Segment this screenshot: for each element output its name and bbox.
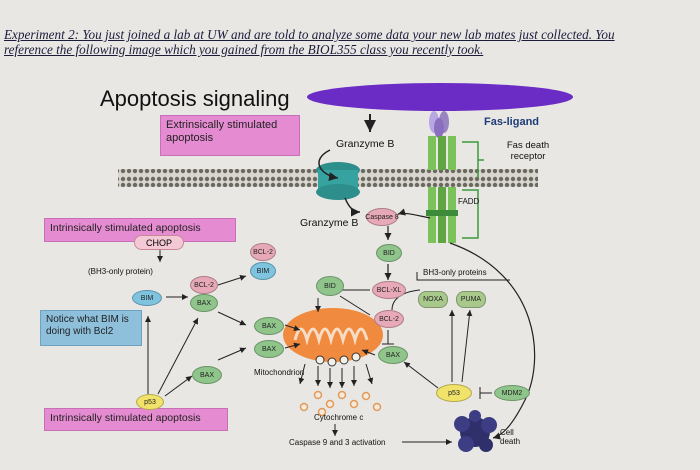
diagram-title: Apoptosis signaling	[100, 86, 290, 111]
intrinsic-label-bottom-box: Intrinsically stimulated apoptosis	[44, 408, 228, 431]
bcl2-left-oval: BCL-2	[190, 276, 218, 294]
fadd-bracket	[462, 189, 479, 239]
intrinsic-label-top-box: Intrinsically stimulated apoptosis	[44, 218, 236, 242]
p53-bax-arrow-right	[403, 361, 439, 389]
mdm2-oval: MDM2	[494, 385, 530, 401]
bid-right-oval: BID	[376, 244, 402, 262]
caspase-activation-label: Caspase 9 and 3 activation	[289, 438, 386, 447]
bcl2-top-oval: BCL-2	[250, 243, 276, 261]
bh3-only-protein-label: (BH3-only protein)	[88, 267, 153, 276]
perforin-pore-icon	[316, 162, 360, 200]
p53-bax-arrow-2	[164, 375, 193, 397]
bax-arrow-2	[217, 347, 247, 361]
bax-mito-arrow-1	[284, 324, 301, 331]
note-box: Notice what BIM is doing with Bcl2	[40, 310, 142, 346]
fadd-label: FADD	[458, 197, 480, 206]
bid-left-oval: BID	[316, 276, 344, 296]
caspase8-oval: Caspase 8	[365, 208, 399, 226]
bax-right-oval: BAX	[378, 346, 408, 364]
bclxl-oval: BCL-XL	[372, 281, 406, 299]
puma-pill: PUMA	[456, 291, 486, 308]
note-text: Notice what BIM is doing with Bcl2	[46, 314, 129, 337]
cytochrome-c-label: Cytochrome c	[314, 413, 364, 422]
mitochondrion-label: Mitochondrion	[254, 368, 305, 377]
intrinsic-label-bottom: Intrinsically stimulated apoptosis	[50, 412, 201, 424]
fas-ligand-icon	[429, 111, 449, 138]
fas-receptor-bracket	[462, 141, 484, 178]
granzyme-pore-arrow	[318, 149, 339, 181]
bax-mito-arrow-right	[361, 349, 376, 356]
fas-ligand-label: Fas-ligand	[484, 116, 540, 128]
granzyme-b-top-label: Granzyme B	[336, 138, 395, 150]
extrinsic-label: Extrinsically stimulated apoptosis	[166, 119, 278, 144]
p53-puma-arrow	[461, 309, 473, 383]
bh3-only-proteins-label: BH3-only proteins	[423, 268, 487, 277]
bax-arrow-1	[217, 311, 247, 326]
bax-low-oval: BAX	[192, 366, 222, 384]
bim-left-oval: BIM	[132, 290, 162, 306]
cell-death-icon	[454, 410, 497, 452]
chop-pill: CHOP	[134, 235, 184, 250]
intrinsic-label-top: Intrinsically stimulated apoptosis	[50, 222, 201, 234]
granzyme-exit-arrow	[344, 197, 361, 217]
mitochondrion-icon	[283, 308, 383, 367]
bax-m2-oval: BAX	[254, 340, 284, 358]
experiment-header: Experiment 2: You just joined a lab at U…	[4, 27, 694, 57]
p53-left-oval: p53	[136, 394, 164, 410]
ligand-cell	[307, 83, 573, 111]
fas-receptor-icon	[426, 136, 458, 243]
bcl2-bim-arrow	[217, 274, 247, 286]
bax-m1-oval: BAX	[254, 317, 284, 335]
noxa-pill: NOXA	[418, 291, 448, 308]
cell-death-label: Cell death	[500, 428, 521, 446]
bid-bcl2-line	[339, 295, 371, 316]
caspase8-death-curve	[449, 242, 536, 440]
cytochrome-c-dots	[299, 390, 382, 417]
bax-mito-arrow-2	[284, 342, 301, 349]
bim-top-oval: BIM	[250, 262, 276, 280]
bax-left-oval: BAX	[190, 294, 218, 312]
granzyme-b-mid-label: Granzyme B	[300, 217, 359, 229]
header-line-2: reference the following image which you …	[4, 42, 484, 57]
fadd-caspase-arrow	[397, 208, 431, 219]
p53-right-oval: p53	[436, 384, 472, 402]
bh3-bracket	[416, 272, 510, 281]
header-line-1: Experiment 2: You just joined a lab at U…	[4, 27, 615, 42]
fas-receptor-label: Fas death receptor	[506, 140, 550, 162]
bcl2-right-oval: BCL-2	[374, 310, 404, 328]
p53-bax-arrow	[157, 317, 199, 395]
cytochrome-arrows	[298, 363, 374, 388]
extrinsic-label-box: Extrinsically stimulated apoptosis	[160, 115, 300, 156]
